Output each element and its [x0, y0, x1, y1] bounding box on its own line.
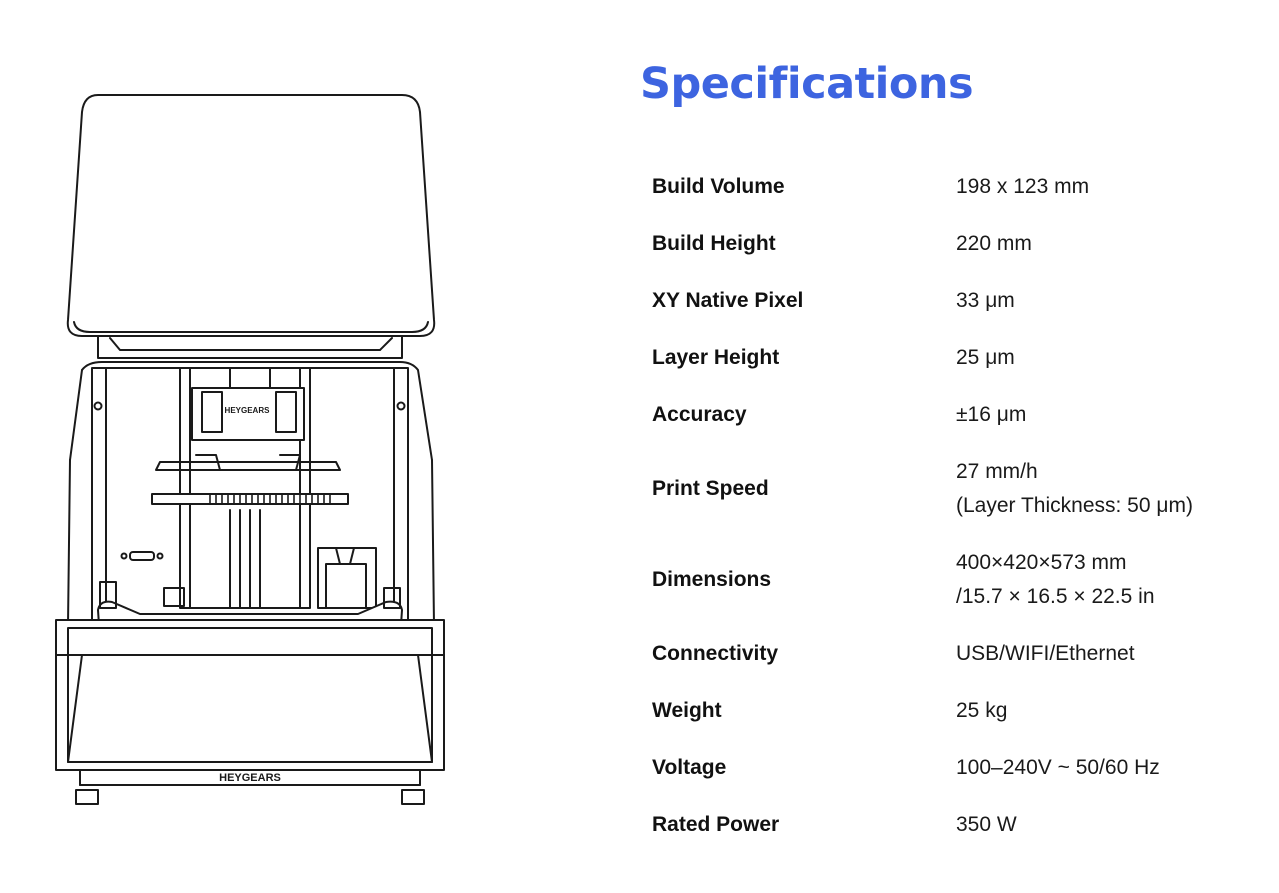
spec-value-line: 198 x 123 mm: [956, 174, 1090, 198]
spec-value: ±16 μm: [956, 398, 1026, 432]
spec-row: Build Volume 198 x 123 mm: [652, 158, 1252, 215]
spec-label: Connectivity: [652, 641, 779, 665]
spec-label: Rated Power: [652, 812, 780, 836]
spec-value-line: 220 mm: [956, 231, 1032, 255]
spec-row: Layer Height 25 μm: [652, 329, 1252, 386]
printer-illustration: HEYGEARS: [40, 80, 460, 820]
spec-value: 25 kg: [956, 694, 1007, 728]
spec-label: Print Speed: [652, 476, 769, 500]
spec-row: Accuracy ±16 μm: [652, 386, 1252, 443]
spec-value-line: /15.7 × 16.5 × 22.5 in: [956, 584, 1155, 608]
page-title: Specifications: [640, 59, 974, 109]
spec-row: Weight 25 kg: [652, 682, 1252, 739]
spec-value-line: (Layer Thickness: 50 μm): [956, 493, 1193, 517]
spec-value-line: 400×420×573 mm: [956, 550, 1127, 574]
spec-row: XY Native Pixel 33 μm: [652, 272, 1252, 329]
spec-row: Build Height 220 mm: [652, 215, 1252, 272]
spec-value: USB/WIFI/Ethernet: [956, 637, 1135, 671]
spec-label: Dimensions: [652, 567, 772, 591]
spec-row: Connectivity USB/WIFI/Ethernet: [652, 625, 1252, 682]
spec-value: 27 mm/h (Layer Thickness: 50 μm): [956, 455, 1193, 523]
spec-label: Weight: [652, 698, 722, 722]
spec-row: Dimensions 400×420×573 mm/15.7 × 16.5 × 2…: [652, 534, 1252, 625]
head-brand-text: HEYGEARS: [225, 406, 271, 415]
spec-value-line: 100–240V ~ 50/60 Hz: [956, 755, 1160, 779]
resin-3d-printer-icon: HEYGEARS: [55, 94, 445, 805]
spec-label: Build Height: [652, 231, 776, 255]
spec-label: Build Volume: [652, 174, 785, 198]
spec-value: 350 W: [956, 808, 1017, 842]
spec-value: 198 x 123 mm: [956, 170, 1089, 204]
spec-value-line: ±16 μm: [956, 402, 1027, 426]
spec-table: Build Volume 198 x 123 mm Build Height 220 …: [652, 158, 1252, 853]
spec-value-line: 27 mm/h: [956, 459, 1038, 483]
spec-value: 25 μm: [956, 341, 1015, 375]
spec-value: 100–240V ~ 50/60 Hz: [956, 751, 1160, 785]
spec-value: 220 mm: [956, 227, 1032, 261]
spec-row: Rated Power 350 W: [652, 796, 1252, 853]
base-brand-text: HEYGEARS: [219, 772, 281, 784]
spec-label: Layer Height: [652, 345, 780, 369]
spec-value-line: 25 μm: [956, 345, 1015, 369]
spec-value-line: 33 μm: [956, 288, 1015, 312]
spec-row: Voltage 100–240V ~ 50/60 Hz: [652, 739, 1252, 796]
spec-value: 400×420×573 mm/15.7 × 16.5 × 22.5 in: [956, 546, 1155, 614]
spec-value-line: 25 kg: [956, 698, 1008, 722]
spec-value-line: 350 W: [956, 812, 1017, 836]
spec-row: Print Speed 27 mm/h (Layer Thickness: 50 μ…: [652, 443, 1252, 534]
spec-value-line: USB/WIFI/Ethernet: [956, 641, 1135, 665]
spec-label: XY Native Pixel: [652, 288, 804, 312]
spec-value: 33 μm: [956, 284, 1015, 318]
spec-label: Voltage: [652, 755, 727, 779]
spec-label: Accuracy: [652, 402, 747, 426]
